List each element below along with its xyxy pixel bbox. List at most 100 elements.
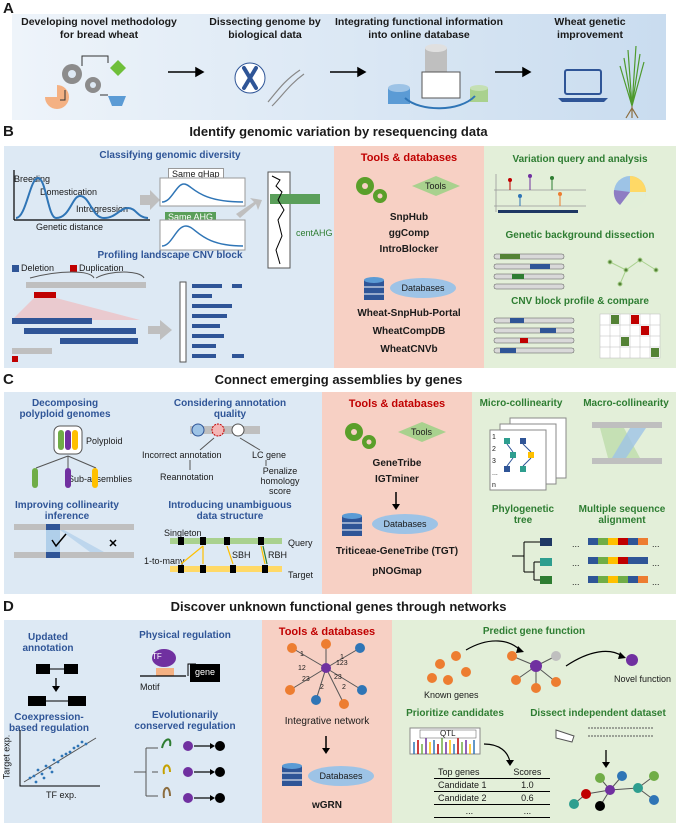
cnv-compare-title: CNV block profile & compare <box>511 296 649 307</box>
domestication-label: Domestication <box>40 187 98 197</box>
phylogenetic-tree-title: Phylogenetic tree <box>491 504 555 526</box>
sub-assemblies-label: Sub-assemblies <box>68 474 133 484</box>
panel-c-letter: C <box>3 371 14 388</box>
coexpression-title: Coexpression-based regulation <box>8 712 89 734</box>
updated-annotation-title: Updated annotation <box>22 632 74 654</box>
annot-title: Considering annotation quality <box>173 398 287 420</box>
candidates-table: Top genes Scores Candidate 1 1.0 Candida… <box>434 766 550 818</box>
gear-icon <box>62 64 101 93</box>
tf-exp-label: TF exp. <box>46 790 77 800</box>
panel-c-blue-box <box>4 392 322 594</box>
sbh-label: SBH <box>232 550 251 560</box>
db-pnogmap: pNOGmap <box>372 566 422 577</box>
panel-c-tools-header: Tools & databases <box>348 398 446 410</box>
step-integrating: Integrating functional information into … <box>335 16 503 41</box>
db-triticeae-genetribe: Triticeae-GeneTribe (TGT) <box>335 546 459 557</box>
structure-title: Introducing unambiguous data structure <box>168 500 292 522</box>
panel-c-tools-label: Tools <box>411 427 433 437</box>
panel-c-title: Connect emerging assemblies by genes <box>214 372 463 387</box>
breeding-label: Breeding <box>14 174 51 184</box>
one-to-many-label: 1-to-many <box>144 556 185 566</box>
step-dissecting: Dissecting genome by biological data <box>209 16 321 41</box>
database-icon <box>282 763 302 786</box>
ellipsis-row-1: ... <box>572 539 580 549</box>
database-icon <box>388 44 488 104</box>
ellipsis-row-3-end: ... <box>652 577 660 587</box>
incorrect-annotation-label: Incorrect annotation <box>142 450 222 460</box>
edge-label-6: 2 <box>320 684 324 691</box>
trapezoid-icon <box>108 96 126 106</box>
micro-row-2: 2 <box>492 446 496 453</box>
panel-b-graphics <box>12 170 661 363</box>
database-icon <box>342 513 362 536</box>
wheat-plant-icon <box>619 45 645 119</box>
prioritize-title: Prioritize candidates <box>406 708 504 719</box>
table-row: Candidate 1 1.0 <box>434 779 550 792</box>
panel-c-graphics <box>14 417 662 584</box>
table-cell: Candidate 2 <box>438 793 487 803</box>
genetic-background-title: Genetic background dissection <box>505 230 655 241</box>
msa-title: Multiple sequence alignment <box>578 504 666 526</box>
predict-title: Predict gene function <box>482 626 586 637</box>
panel-a-letter: A <box>3 0 14 17</box>
db-wheat-snphub-portal: Wheat-SnpHub-Portal <box>357 308 461 319</box>
penalize-label: Penalize homology score <box>260 466 300 496</box>
gene-label: gene <box>195 667 216 677</box>
table-cell: 0.6 <box>521 793 534 803</box>
singleton-label: Singleton <box>164 528 202 538</box>
panel-d-databases-label: Databases <box>308 766 374 786</box>
table-cell: 1.0 <box>521 780 534 790</box>
micro-row-n: n <box>492 482 496 489</box>
cnv-title: Profiling landscape CNV block <box>97 250 243 261</box>
table-cell: ... <box>523 806 532 816</box>
reannotation-label: Reannotation <box>160 472 214 482</box>
micro-row-3: 3 <box>492 458 496 465</box>
novel-function-label: Novel function <box>614 674 672 684</box>
tf-label: TF <box>152 652 162 661</box>
gear-icon <box>345 423 376 449</box>
decomp-title: Decomposing polyploid genomes <box>19 398 111 420</box>
ellipsis-row-1-end: ... <box>652 539 660 549</box>
table-row: Candidate 2 0.6 <box>434 792 550 805</box>
panel-b-title: Identify genomic variation by resequenci… <box>189 124 488 139</box>
diversity-title: Classifying genomic diversity <box>99 150 241 161</box>
panel-c-databases-label: Databases <box>372 514 438 534</box>
macro-collinearity-title: Macro-collinearity <box>583 398 669 409</box>
gear-icon <box>356 177 387 203</box>
edge-label-1: 1 <box>300 651 304 658</box>
panel-c-pink-box <box>322 392 472 594</box>
edge-label-8: 123 <box>336 660 348 667</box>
integrative-network-label: Integrative network <box>284 716 370 727</box>
database-icon <box>364 277 384 300</box>
target-exp-label: Target exp. <box>1 734 12 780</box>
table-header-genes: Top genes <box>438 767 480 777</box>
diamond-icon <box>110 60 126 76</box>
panel-b-tools-header: Tools & databases <box>360 152 458 164</box>
query-label: Query <box>288 538 313 548</box>
panel-d-pink-box <box>262 620 392 823</box>
table-header-scores: Scores <box>513 767 542 777</box>
micro-row-labels: 1 2 3 ... n <box>492 432 498 492</box>
micro-row-ellipsis: ... <box>492 470 498 477</box>
lc-gene-label: LC gene <box>252 450 287 460</box>
databases-label: Databases <box>390 278 456 298</box>
micro-collinearity-title: Micro-collinearity <box>479 398 563 409</box>
edge-label-5: 23 <box>302 676 310 683</box>
rbh-label: RBH <box>268 550 288 560</box>
physical-regulation-title: Physical regulation <box>139 630 231 641</box>
known-genes-label: Known genes <box>424 690 479 700</box>
dna-icon <box>267 69 305 107</box>
motif-label: Motif <box>140 682 160 692</box>
browser-window-icon <box>421 71 461 99</box>
qtl-label: QTL <box>440 729 456 738</box>
micro-row-1: 1 <box>492 434 496 441</box>
tf-circle <box>152 649 176 667</box>
table-cell: ... <box>465 806 474 816</box>
step-methodology: Developing novel methodology for bread w… <box>21 16 177 41</box>
tool-snphub: SnpHub <box>389 212 429 223</box>
introgression-label: Introgression <box>76 204 129 214</box>
tool-genetribe: GeneTribe <box>372 458 422 469</box>
ellipsis-row-3: ... <box>572 577 580 587</box>
panel-d-tools-header: Tools & databases <box>278 626 376 638</box>
